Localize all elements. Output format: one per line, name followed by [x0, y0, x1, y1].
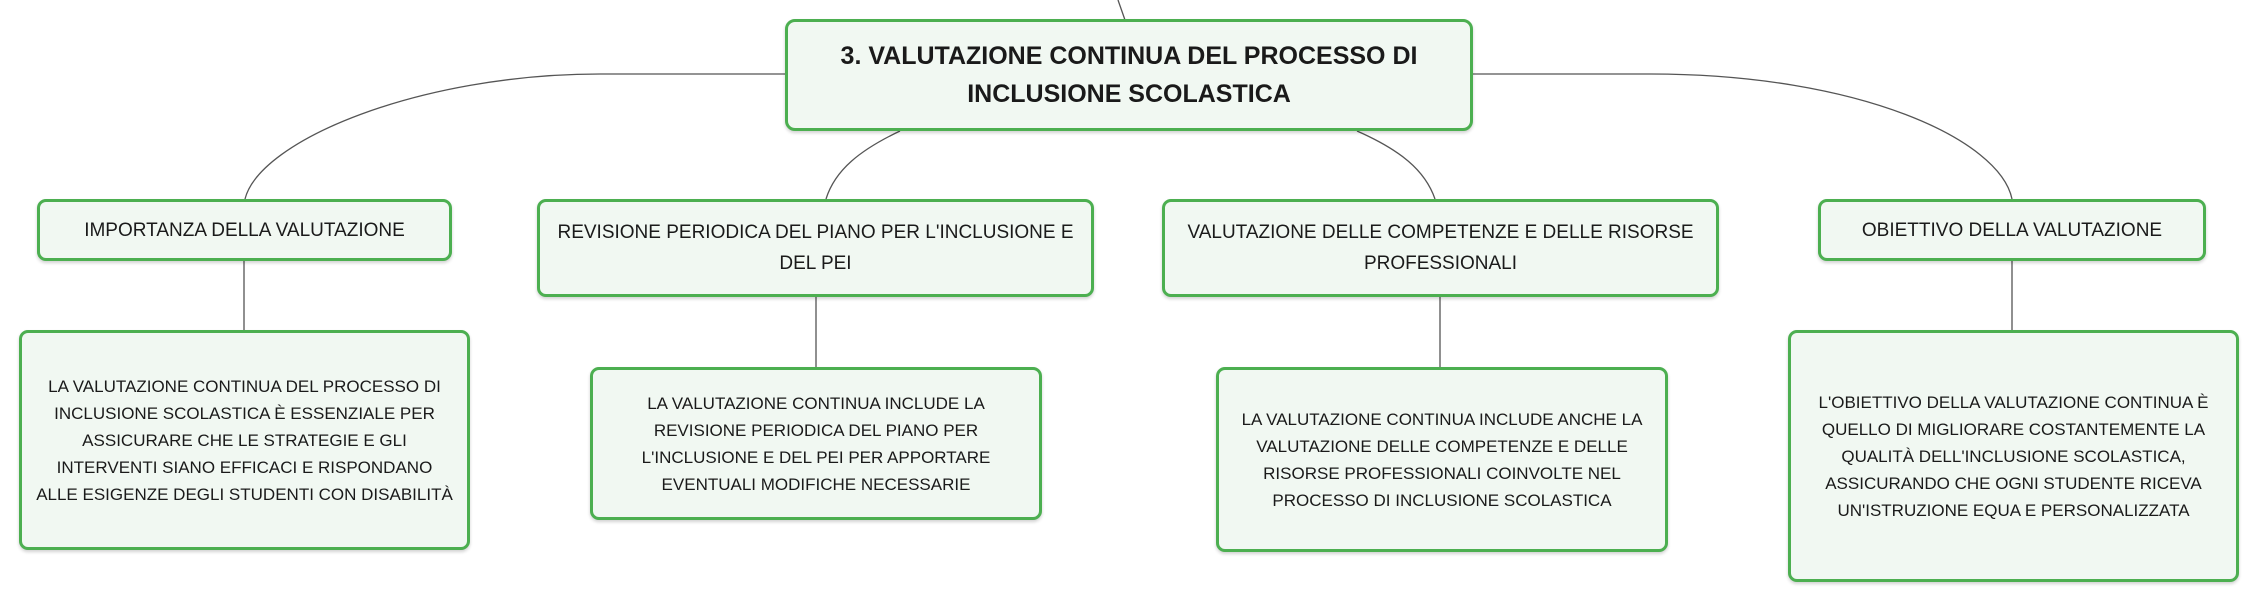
- topic-node-label: Obiettivo della valutazione: [1861, 219, 2163, 241]
- topic-node-importanza[interactable]: Importanza della valutazione: [37, 199, 452, 261]
- detail-node-text: La valutazione continua del processo di …: [36, 376, 453, 504]
- detail-node-revisione[interactable]: La valutazione continua include la revis…: [590, 367, 1042, 520]
- root-node-title: 3. Valutazione continua del processo di …: [840, 42, 1418, 108]
- topic-node-competenze[interactable]: Valutazione delle competenze e delle ris…: [1162, 199, 1719, 297]
- detail-node-competenze[interactable]: La valutazione continua include anche la…: [1216, 367, 1668, 552]
- detail-node-importanza[interactable]: La valutazione continua del processo di …: [19, 330, 470, 550]
- topic-node-label: Valutazione delle competenze e delle ris…: [1187, 222, 1694, 274]
- detail-node-obiettivo[interactable]: L'obiettivo della valutazione continua è…: [1788, 330, 2239, 582]
- connector-root-to-branch-3: [1356, 130, 1436, 200]
- topic-node-obiettivo[interactable]: Obiettivo della valutazione: [1818, 199, 2206, 261]
- topic-node-label: Revisione periodica del Piano per l'Incl…: [557, 222, 1074, 274]
- connector-parent-to-root: [1117, 0, 1126, 21]
- topic-node-revisione[interactable]: Revisione periodica del Piano per l'Incl…: [537, 199, 1094, 297]
- root-node[interactable]: 3. Valutazione continua del processo di …: [785, 19, 1473, 131]
- connector-root-to-branch-4: [1471, 73, 2013, 200]
- detail-node-text: La valutazione continua include anche la…: [1241, 409, 1643, 510]
- connector-root-to-branch-2: [825, 130, 901, 200]
- topic-node-label: Importanza della valutazione: [84, 219, 405, 241]
- detail-node-text: L'obiettivo della valutazione continua è…: [1818, 392, 2209, 520]
- connector-root-to-branch-1: [244, 73, 787, 200]
- detail-node-text: La valutazione continua include la revis…: [641, 393, 991, 494]
